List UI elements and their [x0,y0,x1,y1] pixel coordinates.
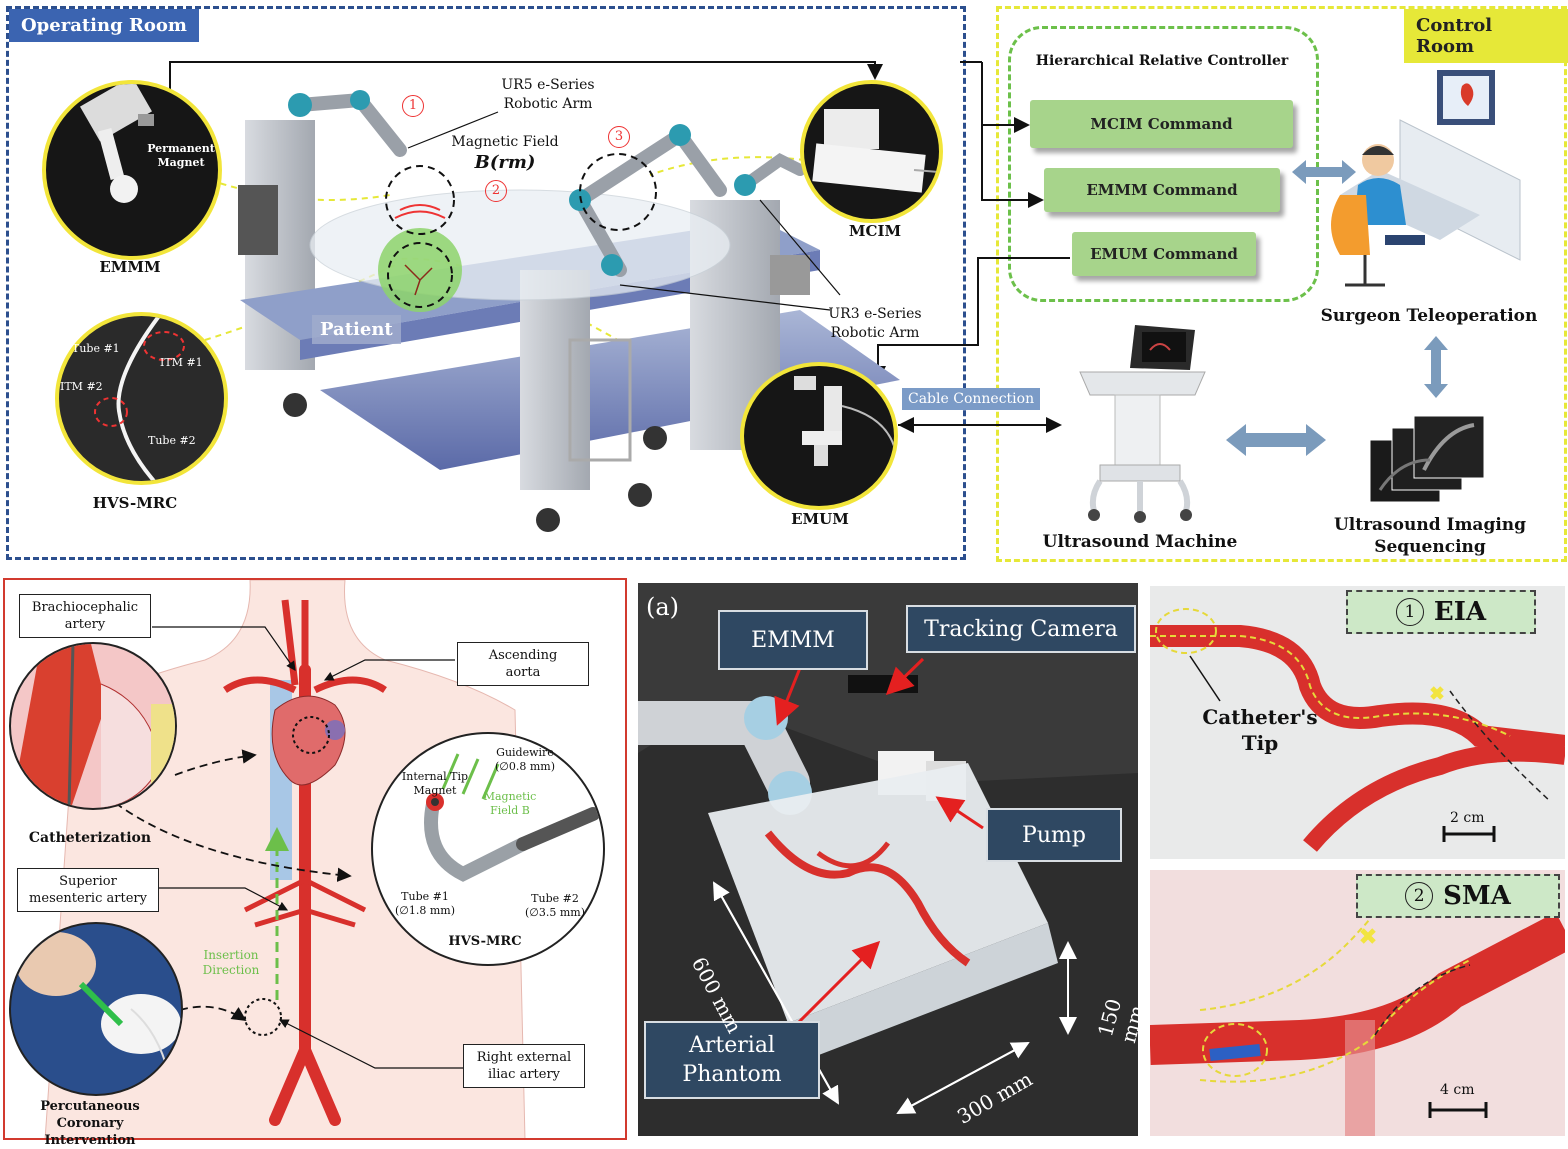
controller-frame [1008,26,1319,302]
emum-command-box: EMUM Command [1072,232,1256,276]
surgeon-teleoperation-label: Surgeon Teleoperation [1320,306,1538,326]
emmm-command-label: EMMM Command [1086,181,1238,199]
sma-tag: 2 SMA [1356,874,1560,918]
ultrasound-machine-label: Ultrasound Machine [1042,532,1238,552]
sma-inset-photo: 2 SMA 4 cm [1150,870,1565,1136]
permanent-magnet-label: Permanent Magnet [147,142,215,169]
double-arrow-machine-imaging [1226,424,1326,456]
ascending-aorta-label: Ascending aorta [457,642,589,686]
hvs-mrc-detail-inset [371,732,605,966]
ultrasound-image-stack [1369,415,1485,503]
eia-number: 1 [1395,598,1424,626]
marker-3: 3 [608,126,630,148]
hvs-mrc-inset [55,312,228,485]
ur5-label: UR5 e-Series Robotic Arm [501,77,595,112]
mcim-label: MCIM [848,222,902,240]
emmm-photo-label: EMMM [718,610,868,670]
photo-panel-label: (a) [646,593,680,621]
arterial-phantom-label: Arterial Phantom [644,1021,820,1099]
operating-table-illustration [238,90,900,532]
marker-1: 1 [402,95,424,117]
magnetic-field-b-label: Magnetic Field B [483,790,537,817]
operating-room-frame [6,6,966,560]
patient-label: Patient [312,315,401,344]
emum-label: EMUM [791,510,849,528]
pci-label: Percutaneous Coronary Intervention [40,1099,140,1148]
control-room-frame [996,6,1567,562]
emmm-label: EMMM [99,258,161,276]
mcim-command-box: MCIM Command [1030,100,1293,148]
control-room-tag: Control Room [1404,9,1568,63]
anatomy-tube2-label: Tube #2 (∅3.5 mm) [524,892,586,919]
anatomy-hvs-mrc-label: HVS-MRC [448,934,522,949]
emmm-inset [42,80,222,260]
internal-tip-magnet-label: Internal Tip Magnet [401,770,469,797]
cable-connection-label: Cable Connection [902,388,1041,410]
sma-scale-label: 4 cm [1440,1082,1475,1098]
anatomy-tube1-label: Tube #1 (∅1.8 mm) [394,890,456,917]
eia-text: EIA [1433,597,1487,627]
tracking-camera-label: Tracking Camera [906,605,1136,653]
superior-mesenteric-label: Superior mesenteric artery [17,868,159,912]
ultrasound-machine-illustration [1079,325,1206,523]
catheterization-inset [9,642,177,810]
eia-tag: 1 EIA [1346,590,1536,634]
emmm-command-box: EMMM Command [1044,168,1280,212]
pump-label: Pump [986,808,1122,862]
eia-scale-label: 2 cm [1450,810,1485,826]
mcim-command-label: MCIM Command [1090,115,1233,133]
magnetic-field-label: Magnetic Field [451,134,559,150]
guidewire-label: Guidewire (∅0.8 mm) [494,746,556,773]
magnetic-field-symbol: B(rm) [474,152,536,173]
cmd-link-1 [981,62,1030,133]
hvs-tube2-label: Tube #2 [148,434,196,447]
double-arrow-controller-surgeon [1292,160,1356,184]
double-arrow-surgeon-imaging [1424,336,1448,398]
top-schematic [169,61,1521,532]
emum-line [870,257,1070,382]
hvs-itm1-label: ITM #1 [160,356,203,369]
emum-inset [740,362,898,510]
setup-photo: (a) EMMM Tracking Camera Pump Arterial P… [638,583,1138,1136]
emum-command-label: EMUM Command [1090,245,1238,263]
catheter-tip-label: Catheter's Tip [1202,705,1318,755]
controller-title: Hierarchical Relative Controller [1035,53,1289,69]
ur3-label: UR3 e-Series Robotic Arm [828,306,922,341]
sma-number: 2 [1405,882,1434,910]
catheterization-label: Catheterization [28,830,152,846]
hvs-itm2-label: ITM #2 [60,380,103,393]
surgeon-workstation-illustration [1331,70,1521,287]
pci-inset [9,922,183,1096]
operating-room-tag: Operating Room [9,9,199,42]
insertion-direction-label: Insertion Direction [202,948,260,977]
hvs-mrc-label: HVS-MRC [92,494,178,512]
sma-text: SMA [1443,881,1511,911]
mcim-line [169,61,883,90]
right-iliac-label: Right external iliac artery [463,1044,585,1088]
hvs-tube1-label: Tube #1 [72,342,120,355]
cmd-link-2 [981,125,1044,208]
anatomy-panel: Catheterization Percutaneous Coronary In… [3,578,627,1148]
ultrasound-imaging-label: Ultrasound Imaging Sequencing [1333,515,1527,557]
marker-2: 2 [485,180,507,202]
mcim-inset [800,80,943,223]
eia-inset-photo: 1 EIA Catheter's Tip 2 cm [1150,586,1565,859]
brachiocephalic-label: Brachiocephalic artery [19,594,151,638]
